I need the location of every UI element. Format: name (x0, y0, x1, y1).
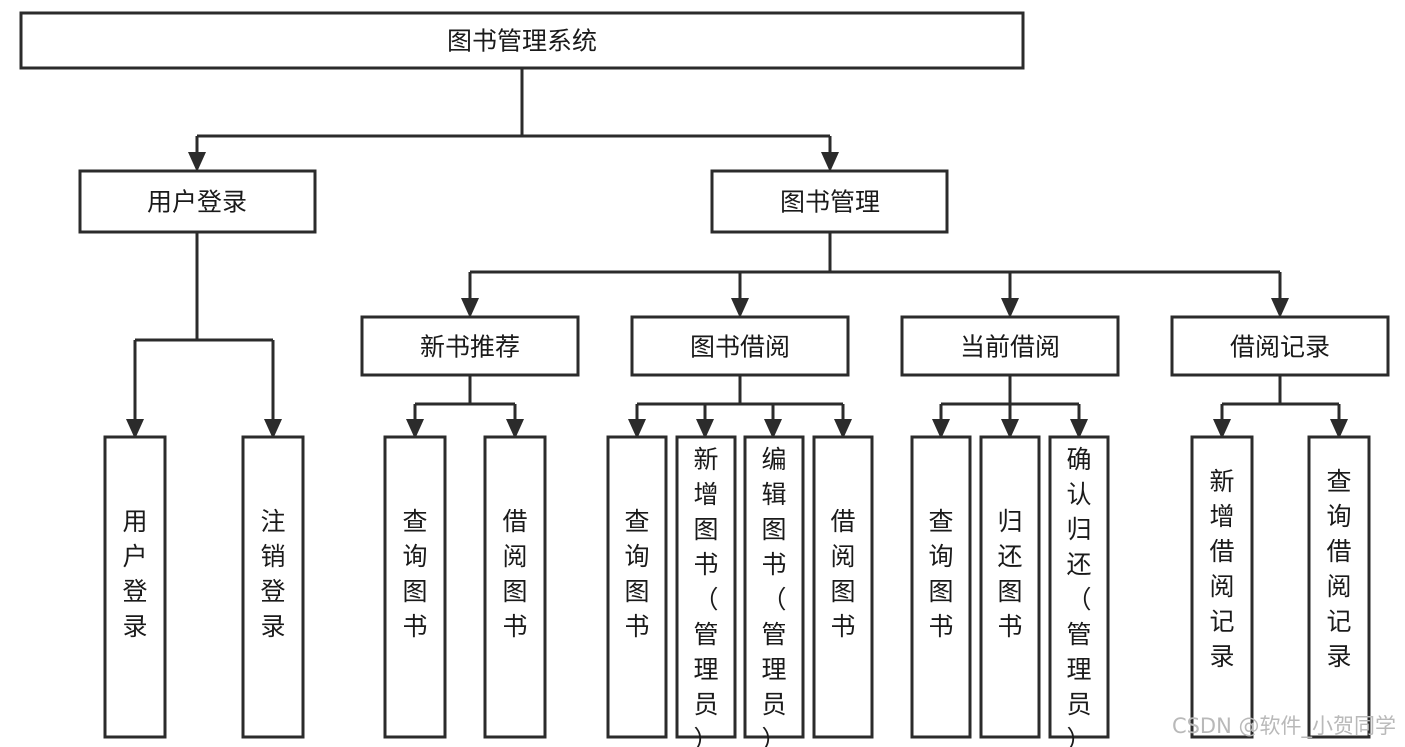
connector-group-borrow-record (1213, 375, 1348, 439)
node-book-borrow[interactable]: 图书借阅 (630, 315, 850, 377)
arrow-icon-new-book-recommend (461, 298, 479, 318)
node-leaf-borrow-book-2-label: 借阅图书 (830, 507, 855, 641)
node-book-borrow-label: 图书借阅 (690, 333, 790, 362)
node-leaf-borrow-book-1[interactable]: 借阅图书 (483, 435, 547, 739)
node-user-login[interactable]: 用户登录 (78, 169, 317, 234)
node-leaf-query-book-1[interactable]: 查询图书 (383, 435, 447, 739)
node-book-manage-label: 图书管理 (780, 188, 880, 217)
node-current-borrow-rect[interactable] (900, 315, 1120, 377)
node-leaf-return-book-label: 归还图书 (997, 507, 1022, 641)
node-new-book-recommend[interactable]: 新书推荐 (360, 315, 580, 377)
node-leaf-confirm-return-rect[interactable] (1048, 435, 1110, 739)
node-leaf-query-book-2-rect[interactable] (606, 435, 668, 739)
node-root[interactable]: 图书管理系统 (19, 11, 1025, 70)
node-current-borrow[interactable]: 当前借阅 (900, 315, 1120, 377)
arrow-icon-book-borrow (731, 298, 749, 318)
node-leaf-edit-book-label: 编辑图书（管理员） (761, 445, 786, 747)
arrow-icon-borrow-record (1271, 298, 1289, 318)
node-leaf-add-book[interactable]: 新增图书（管理员） (675, 435, 737, 747)
node-leaf-borrow-book-2-rect[interactable] (812, 435, 874, 739)
node-user-login-rect[interactable] (78, 169, 317, 234)
node-leaf-return-book[interactable]: 归还图书 (979, 435, 1041, 739)
node-leaf-edit-book[interactable]: 编辑图书（管理员） (743, 435, 805, 747)
arrow-icon-user-login (188, 152, 206, 172)
node-borrow-record[interactable]: 借阅记录 (1170, 315, 1390, 377)
node-leaf-borrow-book-1-rect[interactable] (483, 435, 547, 739)
node-leaf-query-record-rect[interactable] (1307, 435, 1371, 739)
node-leaf-query-book-3-label: 查询图书 (928, 507, 953, 641)
connector-group-current-borrow (932, 375, 1088, 439)
node-leaf-logout-rect[interactable] (241, 435, 305, 739)
node-borrow-record-label: 借阅记录 (1230, 333, 1330, 362)
connector-group-new-book-recommend (406, 375, 524, 439)
node-leaf-query-book-2[interactable]: 查询图书 (606, 435, 668, 739)
connector-group-user-login (126, 232, 282, 439)
node-leaf-logout-label: 注销登录 (260, 507, 285, 641)
connector-group-root (188, 68, 839, 172)
node-borrow-record-rect[interactable] (1170, 315, 1390, 377)
node-leaf-confirm-return-label: 确认归还（管理员） (1066, 445, 1091, 747)
node-leaf-add-record[interactable]: 新增借阅记录 (1190, 435, 1254, 739)
connector-group-book-borrow (628, 375, 852, 439)
node-leaf-query-book-1-rect[interactable] (383, 435, 447, 739)
node-book-manage[interactable]: 图书管理 (710, 169, 949, 234)
node-leaf-user-login[interactable]: 用户登录 (103, 435, 167, 739)
node-new-book-recommend-label: 新书推荐 (420, 333, 520, 362)
node-leaf-query-book-2-label: 查询图书 (624, 507, 649, 641)
node-new-book-recommend-rect[interactable] (360, 315, 580, 377)
node-leaf-edit-book-rect[interactable] (743, 435, 805, 739)
arrow-icon-book-manage (821, 152, 839, 172)
node-leaf-user-login-rect[interactable] (103, 435, 167, 739)
watermark-label: CSDN @软件_小贺同学 (1172, 714, 1396, 739)
node-user-login-label: 用户登录 (147, 188, 247, 217)
node-book-borrow-rect[interactable] (630, 315, 850, 377)
node-root-rect[interactable] (19, 11, 1025, 70)
node-leaf-borrow-book-2[interactable]: 借阅图书 (812, 435, 874, 739)
node-leaf-add-record-rect[interactable] (1190, 435, 1254, 739)
connector-group-book-manage (461, 232, 1289, 318)
node-leaf-add-record-label: 新增借阅记录 (1209, 467, 1234, 671)
node-leaf-query-book-3-rect[interactable] (910, 435, 972, 739)
node-leaf-query-record[interactable]: 查询借阅记录 (1307, 435, 1371, 739)
node-leaf-user-login-label: 用户登录 (122, 507, 147, 641)
node-leaf-query-book-3[interactable]: 查询图书 (910, 435, 972, 739)
node-leaf-return-book-rect[interactable] (979, 435, 1041, 739)
arrow-icon-current-borrow (1001, 298, 1019, 318)
node-book-manage-rect[interactable] (710, 169, 949, 234)
node-leaf-logout[interactable]: 注销登录 (241, 435, 305, 739)
node-root-label: 图书管理系统 (447, 27, 597, 56)
node-current-borrow-label: 当前借阅 (960, 333, 1060, 362)
node-leaf-query-book-1-label: 查询图书 (402, 507, 427, 641)
node-leaf-add-book-label: 新增图书（管理员） (693, 445, 718, 747)
node-leaf-query-record-label: 查询借阅记录 (1326, 467, 1351, 671)
node-leaf-add-book-rect[interactable] (675, 435, 737, 739)
node-leaf-borrow-book-1-label: 借阅图书 (502, 507, 527, 641)
node-leaf-confirm-return[interactable]: 确认归还（管理员） (1048, 435, 1110, 747)
